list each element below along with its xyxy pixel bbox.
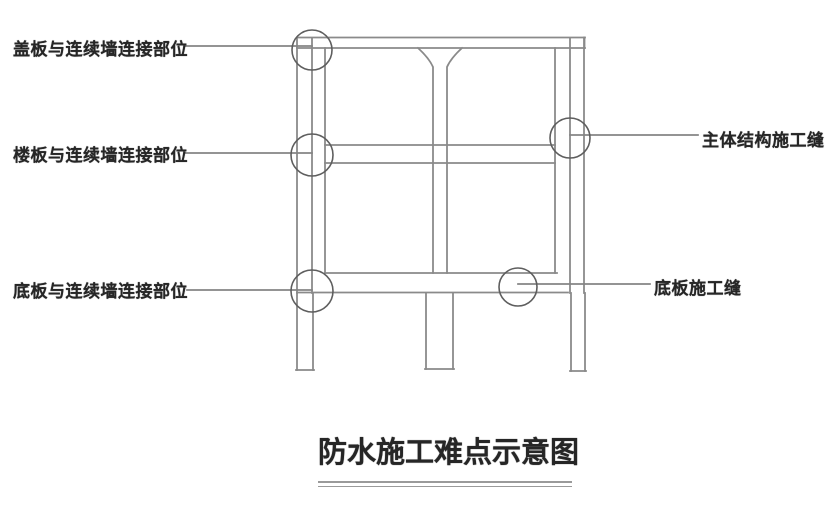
center-column-pile [424, 292, 455, 370]
label-cover-plate-wall-connection: 盖板与连续墙连接部位 [13, 40, 188, 59]
leader-lines [184, 45, 699, 291]
center-column [416, 46, 464, 274]
structure-lines [295, 36, 587, 372]
marker-circle-cover-plate-connection [291, 29, 333, 71]
marker-circles [290, 29, 591, 313]
right-wall-pile [569, 292, 587, 372]
title-underline-thin [318, 486, 572, 487]
marker-circle-floor-slab-connection [290, 133, 334, 177]
bottom-slab [296, 272, 569, 294]
label-bottom-slab-wall-connection: 底板与连续墙连接部位 [13, 282, 188, 301]
left-wall [296, 36, 326, 294]
label-main-structure-construction-joint: 主体结构施工缝 [702, 131, 825, 150]
label-bottom-slab-construction-joint: 底板施工缝 [654, 279, 742, 298]
right-wall [554, 36, 585, 294]
drawing-title: 防水施工难点示意图 [318, 437, 580, 469]
middle-slab [324, 144, 556, 164]
marker-circle-main-structure-joint [549, 117, 591, 159]
marker-circle-bottom-slab-joint [498, 267, 538, 307]
left-wall-pile [295, 292, 315, 371]
label-floor-slab-wall-connection: 楼板与连续墙连接部位 [13, 146, 188, 165]
top-slab [296, 36, 586, 49]
title-underline-thick [318, 481, 572, 483]
marker-circle-bottom-slab-connection [290, 269, 334, 313]
